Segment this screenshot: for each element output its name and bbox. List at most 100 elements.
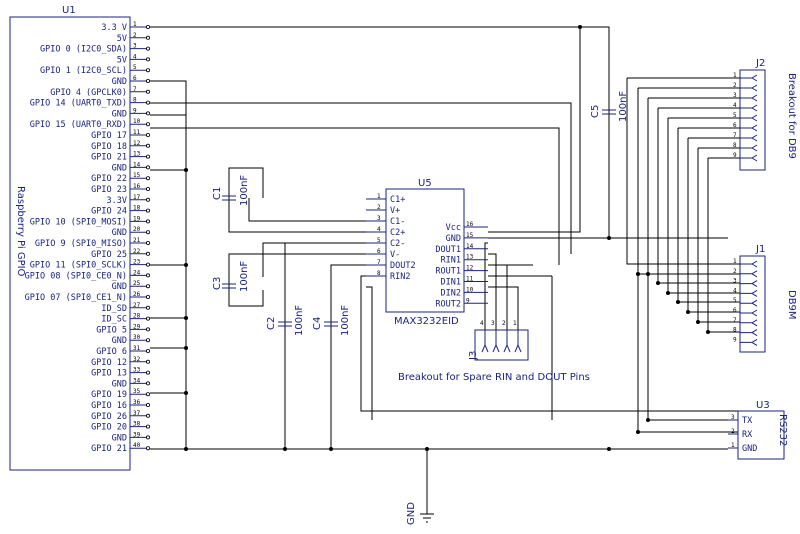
u1-pin-end-40[interactable] [145, 446, 150, 451]
j2-pin-4 [740, 104, 758, 112]
u3-body [737, 410, 785, 460]
j2-pin-number-5: 5 [733, 112, 737, 119]
j3-pin-3 [492, 330, 500, 353]
u1-pin-end-31[interactable] [145, 348, 150, 353]
j1-pin-4 [740, 289, 758, 297]
u1-pin-label-9: GND [112, 109, 127, 119]
j1-pin-3 [740, 280, 758, 288]
u1-pin-number-24: 24 [133, 269, 141, 276]
u1-pin-end-18[interactable] [145, 208, 150, 213]
u1-pin-end-23[interactable] [145, 262, 150, 267]
u1-pin-number-14: 14 [133, 161, 141, 168]
u1-pin-number-3: 3 [133, 43, 137, 50]
u1-pin-end-30[interactable] [145, 338, 150, 343]
u1-pin-end-33[interactable] [145, 370, 150, 375]
u1-pin-end-16[interactable] [145, 186, 150, 191]
u1-pin-end-7[interactable] [145, 89, 150, 94]
u1-pin-end-38[interactable] [145, 424, 150, 429]
j2-pin-number-1: 1 [733, 72, 737, 79]
u1-pin-end-1[interactable] [145, 24, 150, 29]
u1-pin-label-29: GPIO 5 [96, 325, 127, 335]
j3-pin-number-1: 1 [513, 320, 517, 327]
u1-pin-end-36[interactable] [145, 402, 150, 407]
u1-pin-end-24[interactable] [145, 273, 150, 278]
u1-pin-label-11: GPIO 17 [91, 131, 127, 141]
u1-pin-end-26[interactable] [145, 294, 150, 299]
u1-pin-label-14: GND [112, 163, 127, 173]
u1-pin-end-8[interactable] [145, 100, 150, 105]
u1-pin-end-2[interactable] [145, 35, 150, 40]
u1-pin-end-28[interactable] [145, 316, 150, 321]
u5-left-number-5: 5 [377, 237, 381, 244]
u1-pin-end-22[interactable] [145, 251, 150, 256]
u1-pin-end-34[interactable] [145, 381, 150, 386]
u1-pin-end-4[interactable] [145, 57, 150, 62]
u1-pin-end-9[interactable] [145, 111, 150, 116]
u1-pin-end-19[interactable] [145, 219, 150, 224]
u1-pin-label-6: GND [112, 77, 127, 87]
j1-pin-7 [740, 319, 758, 327]
j1-pin-number-9: 9 [733, 336, 737, 343]
u1-pin-end-25[interactable] [145, 284, 150, 289]
u5-body [385, 188, 465, 313]
u1-pin-end-27[interactable] [145, 305, 150, 310]
u5-right-number-9: 9 [466, 297, 470, 304]
u1-pin-end-37[interactable] [145, 413, 150, 418]
j1-pin-2 [740, 270, 758, 278]
u1-pin-label-28: ID_SC [101, 315, 127, 325]
j3-pin-2 [503, 330, 511, 353]
u1-pin-label-5: GPIO 1 (I2C0_SCL) [40, 66, 127, 76]
u5-right-label-16: Vcc [446, 223, 461, 233]
u1-pin-end-14[interactable] [145, 165, 150, 170]
j1-pin-number-2: 2 [733, 268, 737, 275]
u5-right-label-10: DIN2 [441, 288, 461, 298]
u1-pin-end-11[interactable] [145, 132, 150, 137]
u1-pin-number-5: 5 [133, 64, 137, 71]
u5-right-label-15: GND [446, 234, 461, 244]
u3-pin-number-1: 1 [731, 442, 735, 449]
j2-pin-number-9: 9 [733, 152, 737, 159]
u5-left-label-2: V+ [390, 206, 400, 216]
j2-pin-number-7: 7 [733, 132, 737, 139]
u3-ref: U3 [756, 400, 770, 411]
u1-pin-end-12[interactable] [145, 143, 150, 148]
u1-pin-label-26: GPIO 07 (SPI0_CE1_N) [25, 293, 127, 303]
u1-pin-number-11: 11 [133, 129, 141, 136]
u1-pin-end-10[interactable] [145, 122, 150, 127]
u1-pin-end-39[interactable] [145, 435, 150, 440]
gnd-label: GND [406, 502, 417, 525]
u1-pin-end-13[interactable] [145, 154, 150, 159]
u1-pin-number-21: 21 [133, 237, 141, 244]
u1-pin-label-35: GPIO 19 [91, 390, 127, 400]
u1-pin-label-21: GPIO 9 (SPI0_MISO) [35, 239, 127, 249]
c3-value: 100nF [239, 261, 250, 292]
u1-pin-end-29[interactable] [145, 327, 150, 332]
j1-pin-number-6: 6 [733, 307, 737, 314]
u1-pin-number-10: 10 [133, 118, 141, 125]
u1-pin-label-15: GPIO 22 [91, 174, 127, 184]
u5-max3232: U5 MAX3232EID C1+1V+2C1-3C2+4C2-5V-6DOUT… [366, 178, 488, 327]
u1-pin-end-17[interactable] [145, 197, 150, 202]
u1-pin-end-15[interactable] [145, 176, 150, 181]
u1-pin-number-22: 22 [133, 248, 141, 255]
u1-pin-label-32: GPIO 12 [91, 358, 127, 368]
u1-pin-end-21[interactable] [145, 240, 150, 245]
j2-pin-3 [740, 94, 758, 102]
u1-pin-end-3[interactable] [145, 46, 150, 51]
u1-pin-label-33: GPIO 13 [91, 369, 127, 379]
u1-pin-end-5[interactable] [145, 68, 150, 73]
u1-pin-end-32[interactable] [145, 359, 150, 364]
u1-pin-end-35[interactable] [145, 392, 150, 397]
cap-c3: C3 100nF [212, 261, 250, 292]
u1-pin-label-27: ID_SD [101, 304, 127, 314]
u1-pin-number-31: 31 [133, 345, 141, 352]
u1-pin-label-40: GPIO 21 [91, 444, 127, 454]
u5-right-label-12: ROUT1 [435, 267, 461, 277]
u1-pin-end-6[interactable] [145, 79, 150, 84]
cap-c5: C5 100nF [590, 91, 629, 122]
u3-pin-label-1: GND [742, 444, 757, 454]
u1-pin-end-20[interactable] [145, 230, 150, 235]
u1-pin-number-9: 9 [133, 107, 137, 114]
